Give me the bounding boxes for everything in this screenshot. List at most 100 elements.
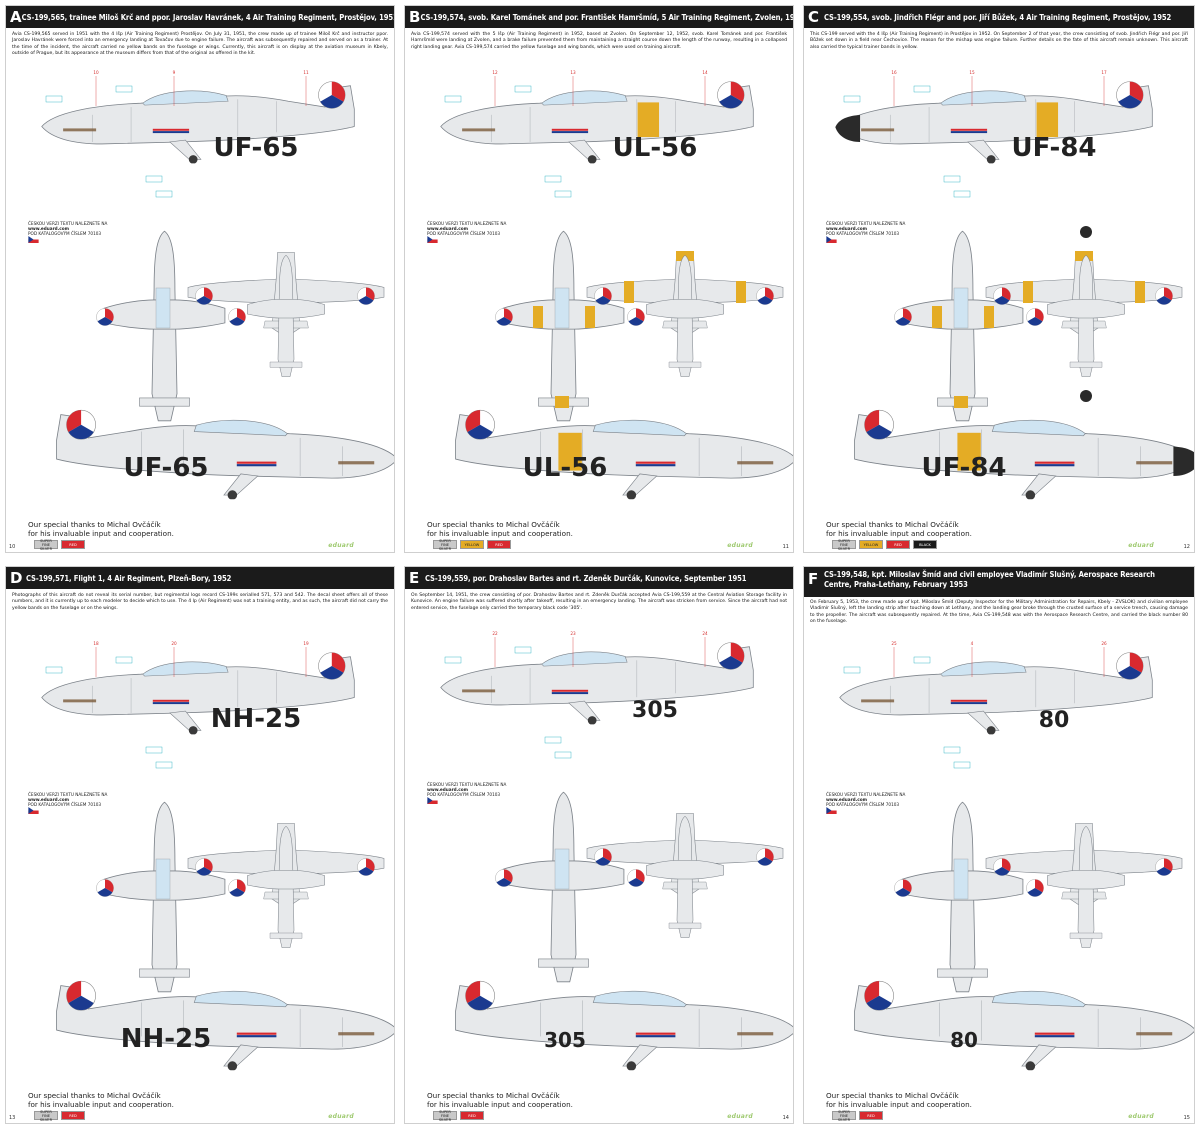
panel-title: CS-199,574, svob. Karel Tománek and por.…	[420, 12, 794, 22]
black-spinner	[835, 114, 861, 142]
cz-note-line: ČESKOU VERZI TEXTU NALEZNETE NA	[28, 221, 108, 226]
paint-code-tag	[155, 190, 173, 198]
thanks-line: for his invaluable input and cooperation…	[826, 1100, 972, 1109]
tail-roundel	[1115, 80, 1144, 109]
paint-code-tag	[943, 746, 961, 754]
eduard-logo: eduard	[727, 542, 753, 549]
top-plan-vertical	[246, 825, 326, 949]
paint-swatch: RED	[487, 540, 511, 549]
underside-plan	[495, 791, 645, 983]
paint-swatch: RED	[61, 1111, 85, 1120]
cz-note-url[interactable]: www.eduard.com	[826, 226, 867, 231]
cz-note-line: ČESKOU VERZI TEXTU NALEZNETE NA	[826, 221, 906, 226]
callout-number: 10	[93, 70, 99, 75]
top-plan-vertical	[645, 815, 725, 939]
czech-flag-icon	[826, 807, 837, 814]
wing-roundel	[756, 848, 774, 866]
fuselage-code: 305	[632, 698, 678, 723]
wing-roundel	[894, 879, 912, 897]
callout-number: 11	[303, 70, 309, 75]
cz-note-catalog: POD KATALOGOVÝM ČÍSLEM 70103	[826, 231, 900, 236]
fuselage-code: NH-25	[211, 704, 302, 734]
czech-flag-icon	[427, 236, 438, 243]
side-profile	[455, 980, 793, 1071]
czech-flag-icon	[427, 797, 438, 804]
wing-roundel	[495, 308, 513, 326]
paint-code-tag	[155, 761, 173, 769]
paint-code-tag	[953, 190, 971, 198]
thanks-line: Our special thanks to Michal Ovčáčík	[28, 1091, 161, 1100]
eduard-logo: eduard	[727, 1113, 753, 1120]
cz-note-catalog: POD KATALOGOVÝM ČÍSLEM 70103	[427, 231, 501, 236]
paint-swatch: SUPER FINE SILVER	[34, 1110, 58, 1122]
page-number: 13	[9, 1115, 16, 1121]
cz-note-url[interactable]: www.eduard.com	[826, 797, 867, 802]
callout-number: 18	[93, 641, 99, 646]
paint-code-tag	[45, 95, 63, 103]
thanks-line: Our special thanks to Michal Ovčáčík	[826, 520, 959, 529]
paint-swatch: SUPER FINE SILVER	[832, 539, 856, 551]
callout-number: 24	[702, 631, 708, 636]
callout-number: 22	[492, 631, 498, 636]
callout-number: 4	[971, 641, 974, 646]
paint-code-tag	[514, 85, 532, 93]
thanks-line: Our special thanks to Michal Ovčáčík	[826, 1091, 959, 1100]
page-number: 10	[9, 544, 16, 550]
panel-description: This CS-199 served with the 4 lšp (Air T…	[810, 32, 1188, 50]
wing-roundel	[1155, 287, 1173, 305]
yellow-fuselage-band	[1036, 102, 1059, 138]
cz-note-url[interactable]: www.eduard.com	[28, 226, 69, 231]
side-profile	[455, 409, 793, 500]
wing-roundel	[594, 848, 612, 866]
paint-swatch: RED	[859, 1111, 883, 1120]
paint-code-tag	[145, 175, 163, 183]
callout-number: 15	[969, 70, 975, 75]
paint-code-tag	[544, 736, 562, 744]
fuselage-code: UF-84	[921, 453, 1006, 483]
paint-swatch: BLACK	[913, 540, 937, 549]
panel-letter: F	[808, 570, 819, 588]
czech-flag-icon	[28, 807, 39, 814]
fuselage-code: NH-25	[121, 1024, 212, 1054]
callout-number: 14	[702, 70, 708, 75]
page-number: 14	[782, 1115, 789, 1121]
wing-roundel	[495, 869, 513, 887]
fuselage-code: UF-84	[1011, 133, 1096, 163]
fuselage-code: 305	[544, 1028, 586, 1052]
yellow-fuselage-band	[558, 432, 582, 471]
fuselage-code: UF-65	[123, 453, 208, 483]
wing-roundel	[993, 287, 1011, 305]
cz-note-url[interactable]: www.eduard.com	[427, 226, 468, 231]
underside-plan	[894, 230, 1044, 422]
paint-swatch: RED	[460, 1111, 484, 1120]
cz-note-url[interactable]: www.eduard.com	[28, 797, 69, 802]
paint-swatch: YELLOW	[859, 540, 883, 549]
eduard-logo: eduard	[1128, 1113, 1154, 1120]
tail-roundel	[716, 80, 745, 109]
side-profile	[854, 409, 1194, 500]
cz-note-url[interactable]: www.eduard.com	[427, 787, 468, 792]
yellow-fuselage-band	[637, 102, 660, 138]
cz-note-catalog: POD KATALOGOVÝM ČÍSLEM 70103	[826, 802, 900, 807]
tail-roundel	[464, 980, 496, 1011]
paint-swatch: SUPER FINE SILVER	[433, 539, 457, 551]
tail-roundel	[1115, 651, 1144, 680]
